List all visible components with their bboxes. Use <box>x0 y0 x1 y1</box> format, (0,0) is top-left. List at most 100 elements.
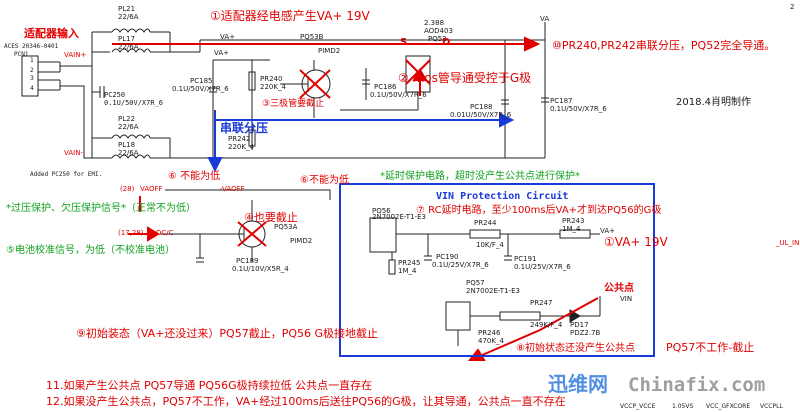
pq52-ref: PQ52 <box>428 35 447 43</box>
dcoc-num: (17,28) <box>118 229 144 237</box>
annotation-5: ⑤电池校准信号，为低（不校准电池） <box>6 245 175 256</box>
pq56-part: 2N7002E-T1-E3 <box>372 213 426 221</box>
pq52-part: AOD403 <box>424 27 453 35</box>
annotation-8b: PQ57不工作-截止 <box>666 341 755 354</box>
note-11: 11.如果产生公共点 PQ57导通 PQ56G极持续拉低 公共点一直存在 <box>46 379 373 392</box>
diode-pd17-part: PDZ2.7B <box>570 329 601 337</box>
label-d: D <box>442 37 451 48</box>
net-pimd2: PIMD2 <box>318 47 341 55</box>
cap-pc187-val: 0.1U/50V/X7R_6 <box>550 105 607 113</box>
connector-part: ACES 20346-0401 <box>4 43 59 50</box>
res-pr245-val: 1M_4 <box>398 267 417 275</box>
annotation-1-vin: ①VA+ 19V <box>604 235 668 249</box>
label-s: S <box>400 37 408 48</box>
net-va-plus-vin: VA+ <box>600 227 615 235</box>
credit-label: 2018.4肖明制作 <box>676 97 751 108</box>
annotation-1-va: ①适配器经电感产生VA+ 19V <box>210 9 370 23</box>
adapter-input-label: 适配器输入 <box>24 27 79 40</box>
res-pr244: PR244 <box>474 219 497 227</box>
strip-105vs: 1.05VS <box>672 403 694 410</box>
watermark-en: Chinafix.com <box>628 374 766 396</box>
net-vin: VIN <box>620 295 633 303</box>
pq57-ref: PQ57 <box>466 279 485 287</box>
res-pr242: PR242 <box>228 135 251 143</box>
annotation-6a: ⑥ 不能为低 <box>168 171 221 182</box>
watermark-cn: 迅维网 <box>548 372 608 396</box>
cap-pc189-val: 0.1U/10V/X5R_4 <box>232 265 289 273</box>
net-va-plus-top: VA+ <box>220 33 235 41</box>
connector-ref: PCN1 <box>14 51 29 58</box>
cap-pc188: PC188 <box>470 103 493 111</box>
annotation-delay: *延时保护电路，超时没产生公共点进行保护* <box>380 171 580 182</box>
cap-pc187: PC187 <box>550 97 573 105</box>
cap-pc188-val: 0.01U/50V/X7R_6 <box>450 111 512 119</box>
annotation-10: ⑩PR240,PR242串联分压，PQ52完全导通。 <box>552 39 776 52</box>
annotation-7: ⑦ RC延时电路，至少100ms后VA+才到达PQ56的G极 <box>416 205 662 216</box>
transistor-pq53b: PQ53B <box>300 33 324 41</box>
annotation-6b: ⑥不能为低 <box>300 175 349 186</box>
connector-pin-4: 4 <box>30 85 34 92</box>
cap-pc185: PC185 <box>190 77 213 85</box>
inductor-pl21-val: 22/6A <box>118 13 139 21</box>
res-pr243-val: 1M_4 <box>562 225 581 233</box>
net-va: VA <box>540 15 550 23</box>
diode-pd17: PD17 <box>570 321 589 329</box>
series-divider-label: 串联分压 <box>220 121 269 135</box>
inductor-pl18: PL18 <box>118 141 136 149</box>
res-pr246-val: 470K_4 <box>478 337 504 345</box>
cap-pc186: PC186 <box>374 83 397 91</box>
note-12: 12.如果没产生公共点，PQ57不工作，VA+经过100ms后送往PQ56的G极… <box>46 395 566 408</box>
annotation-9: ⑨初始装态（VA+还没过来）PQ57截止，PQ56 G极接地截止 <box>76 327 379 340</box>
vaoff-label: VAOFF <box>140 185 163 193</box>
annotation-4: ④也要截止 <box>244 211 298 224</box>
cap-pc190-val: 0.1U/25V/X7R_6 <box>432 261 489 269</box>
dcoc-label: DC/C <box>156 229 174 237</box>
res-pr240: PR240 <box>260 75 283 83</box>
res-pr247: PR247 <box>530 299 553 307</box>
pq53a-ref: PQ53A <box>274 223 298 231</box>
cap-pc191: PC191 <box>514 255 537 263</box>
cap-pc250-val: 0.1U/50V/X7R_6 <box>104 99 164 107</box>
pq53a-pimd2: PIMD2 <box>290 237 313 245</box>
annotation-3: ③三极管要截止 <box>262 99 325 109</box>
strip-gfx: VCC_GFXCORE <box>706 403 751 410</box>
cap-pc185-val: 0.1U/50V/X7R_6 <box>172 85 229 93</box>
res-pr247-val: 249K/F_4 <box>530 321 563 329</box>
pq52-num: 2.388 <box>424 19 445 27</box>
note-added: Added PC250 for EMI. <box>30 171 103 178</box>
vin-box-title: VIN Protection Circuit <box>436 191 569 202</box>
pq57-part: 2N7002E-T1-E3 <box>466 287 520 295</box>
res-pr242-val: 220K_4 <box>228 143 254 151</box>
strip-vccpll: VCCPLL <box>760 403 783 410</box>
common-point-label: 公共点 <box>604 283 634 294</box>
vaoff-num: (28) <box>120 185 135 193</box>
inductor-pl17: PL17 <box>118 35 136 43</box>
connector-pin-1: 1 <box>30 57 34 64</box>
edge-label-r: 2 <box>790 3 795 11</box>
net-vain-minus: VAIN- <box>64 149 83 157</box>
vin-protection-box <box>339 183 655 357</box>
res-pr243: PR243 <box>562 217 585 225</box>
res-pr240-val: 220K_4 <box>260 83 286 91</box>
inductor-pl18-val: 22/6A <box>118 149 139 157</box>
cap-pc189: PC189 <box>236 257 259 265</box>
res-pr246: PR246 <box>478 329 501 337</box>
cap-pc190: PC190 <box>436 253 459 261</box>
net-vain-plus: VAIN+ <box>64 51 87 59</box>
strip-vccp: VCCP_VCCE <box>620 403 656 410</box>
cap-pc186-val: 0.1U/50V/X7R_6 <box>370 91 427 99</box>
net-va-plus-mid: VA+ <box>214 49 229 57</box>
connector-pin-3: 3 <box>30 75 34 82</box>
res-pr244-val: 10K/F_4 <box>476 241 504 249</box>
annotation-8: ⑧初始状态还没产生公共点 <box>516 343 635 354</box>
pq56-ref: PQ56 <box>372 207 391 215</box>
annotation-2: ② mos管导通受控于G极 <box>398 71 532 85</box>
cap-pc250: PC250 <box>104 91 126 99</box>
connector-body <box>21 55 39 97</box>
edge-label-ul: _UL_IN <box>776 239 800 247</box>
inductor-pl22: PL22 <box>118 115 136 123</box>
inductor-pl21: PL21 <box>118 5 136 13</box>
vaoff-out: -VAOFF <box>220 185 245 193</box>
